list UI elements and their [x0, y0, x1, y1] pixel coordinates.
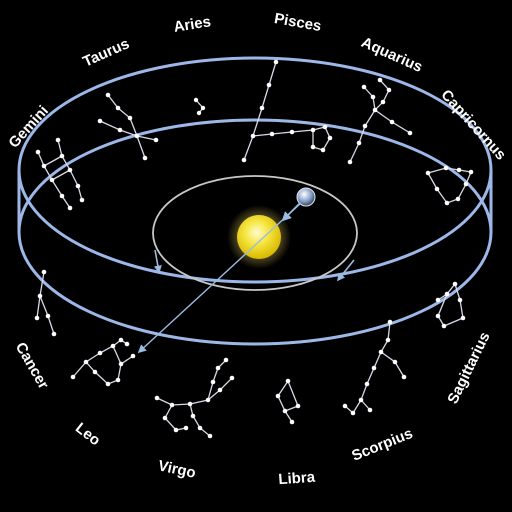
label-cancer: Cancer — [12, 339, 52, 392]
constellation-gemini — [35, 137, 85, 211]
constellation-virgo — [154, 357, 235, 439]
label-aries: Aries — [172, 13, 212, 36]
label-sagittarius: Sagittarius — [444, 329, 493, 406]
constellation-scorpius — [342, 319, 407, 416]
constellation-taurus — [97, 92, 159, 161]
sight-line-arrow — [137, 202, 302, 354]
label-scorpius: Scorpius — [349, 425, 415, 465]
label-aquarius: Aquarius — [359, 34, 425, 76]
label-pisces: Pisces — [273, 10, 323, 35]
constellation-aquarius — [347, 77, 413, 165]
label-taurus: Taurus — [80, 35, 132, 70]
zodiac-band — [17, 56, 493, 346]
orbit-direction-arrow-right — [337, 259, 355, 282]
orbit-direction-arrow-left — [153, 249, 162, 274]
constellation-leo — [70, 337, 136, 387]
label-leo: Leo — [72, 420, 103, 450]
earth-orbit — [152, 175, 358, 291]
earth — [296, 187, 316, 207]
earth-to-sun-arrow — [281, 202, 301, 222]
constellation-aries — [193, 97, 206, 116]
constellation-cancer — [34, 269, 57, 337]
label-libra: Libra — [278, 469, 316, 489]
constellation-capricornus — [425, 165, 474, 206]
constellation-libra — [275, 378, 301, 425]
label-capricornus: Capricornus — [437, 86, 509, 163]
label-gemini: Gemini — [5, 102, 52, 151]
sun — [237, 215, 281, 259]
constellation-pisces — [241, 59, 333, 163]
constellation-sagittarius — [435, 281, 466, 329]
label-virgo: Virgo — [157, 457, 198, 482]
